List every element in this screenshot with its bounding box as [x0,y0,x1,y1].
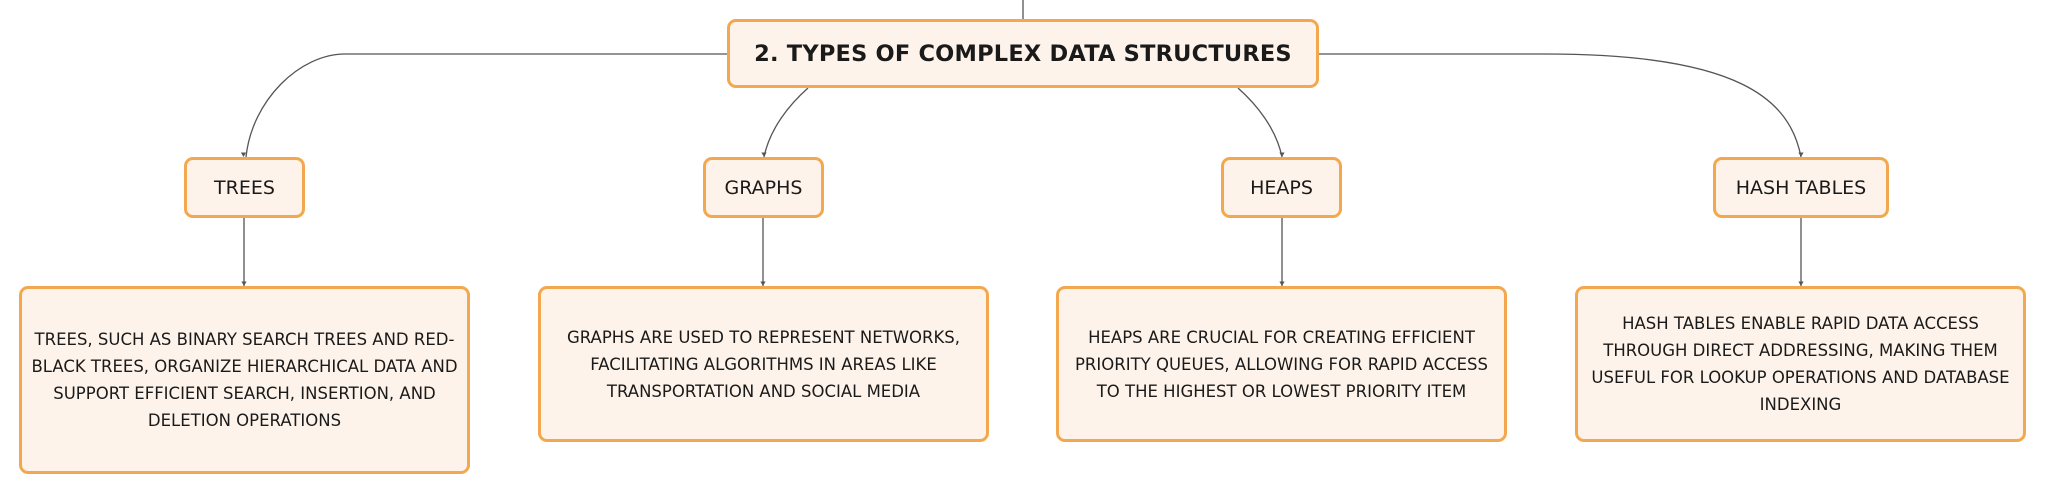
root-node[interactable]: 2. TYPES OF COMPLEX DATA STRUCTURES [727,19,1319,88]
arrowhead-hash-tables [1798,152,1804,157]
arrowhead-heaps [1279,152,1285,157]
branch-node-trees[interactable]: TREES [184,157,305,218]
branch-node-label: GRAPHS [724,176,803,199]
description-node-heaps[interactable]: HEAPS ARE CRUCIAL FOR CREATING EFFICIENT… [1056,286,1507,442]
branch-node-label: HASH TABLES [1735,176,1867,199]
arrowhead-graphs [761,152,767,157]
description-text: GRAPHS ARE USED TO REPRESENT NETWORKS, F… [566,327,961,401]
root-node-label: 2. TYPES OF COMPLEX DATA STRUCTURES [754,40,1292,67]
description-node-hash-tables[interactable]: HASH TABLES ENABLE RAPID DATA ACCESS THR… [1575,286,2026,442]
connector-root-graphs [763,87,809,158]
arrowhead-trees-desc [241,281,247,286]
description-node-graphs[interactable]: GRAPHS ARE USED TO REPRESENT NETWORKS, F… [538,286,989,442]
arrowhead-hash-tables-desc [1798,281,1804,286]
connector-root-hash-tables [1319,53,1802,158]
description-text: TREES, SUCH AS BINARY SEARCH TREES AND R… [31,330,458,430]
arrowhead-graphs-desc [760,281,766,286]
connector-root-trees [245,53,727,158]
arrowhead-trees [240,152,247,157]
description-node-trees[interactable]: TREES, SUCH AS BINARY SEARCH TREES AND R… [19,286,470,474]
connector-root-heaps [1237,87,1283,158]
branch-node-hash-tables[interactable]: HASH TABLES [1713,157,1889,218]
description-text: HEAPS ARE CRUCIAL FOR CREATING EFFICIENT… [1074,327,1489,401]
branch-node-heaps[interactable]: HEAPS [1221,157,1342,218]
branch-node-graphs[interactable]: GRAPHS [703,157,824,218]
description-text: HASH TABLES ENABLE RAPID DATA ACCESS THR… [1591,314,2010,414]
branch-node-label: HEAPS [1250,176,1313,199]
arrowhead-heaps-desc [1279,281,1285,286]
branch-node-label: TREES [214,176,275,199]
